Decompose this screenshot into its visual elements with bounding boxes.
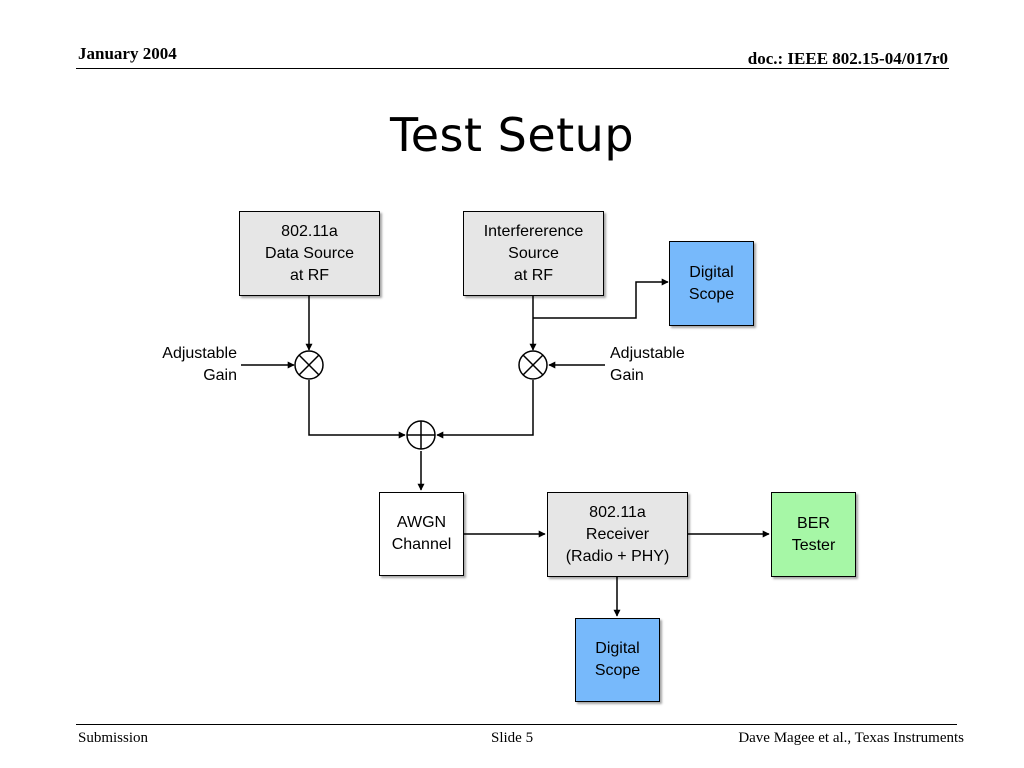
ber-tester-label: BER Tester [791, 514, 836, 554]
summer [406, 420, 436, 450]
footer-rule [76, 724, 957, 725]
header-doc-id: doc.: IEEE 802.15-04/017r0 [747, 49, 948, 68]
edge-interference-to-scope [533, 278, 669, 319]
header-rule [76, 68, 949, 69]
edge-mult-right-to-summer [436, 380, 534, 439]
header-date: January 2004 [78, 44, 177, 63]
footer-submission: Submission [78, 730, 149, 746]
digital-scope-top-label: Digital Scope [688, 263, 735, 303]
receiver-box: 802.11a Receiver (Radio + PHY) [547, 492, 688, 577]
interference-source-box: Interfererence Source at RF [463, 211, 604, 296]
data-source-label: 802.11a Data Source at RF [265, 222, 354, 284]
adjustable-gain-left-label: Adjustable Gain [162, 345, 237, 384]
multiplier-right [518, 350, 548, 380]
footer-author: Dave Magee et al., Texas Instruments [738, 730, 964, 746]
awgn-channel-box: AWGN Channel [379, 492, 464, 576]
receiver-label: 802.11a Receiver (Radio + PHY) [565, 503, 670, 565]
ber-tester-box: BER Tester [771, 492, 856, 577]
digital-scope-bottom-box: Digital Scope [575, 618, 660, 702]
footer-slide-number: Slide 5 [491, 730, 534, 746]
adjustable-gain-right-label: Adjustable Gain [610, 345, 685, 384]
awgn-channel-label: AWGN Channel [391, 514, 452, 553]
edge-mult-left-to-summer [308, 380, 406, 439]
interference-source-label: Interfererence Source at RF [483, 222, 584, 284]
data-source-box: 802.11a Data Source at RF [239, 211, 380, 296]
multiplier-left [294, 350, 324, 380]
slide-title: Test Setup [389, 108, 635, 162]
digital-scope-top-box: Digital Scope [669, 241, 754, 326]
digital-scope-bottom-label: Digital Scope [594, 640, 641, 679]
